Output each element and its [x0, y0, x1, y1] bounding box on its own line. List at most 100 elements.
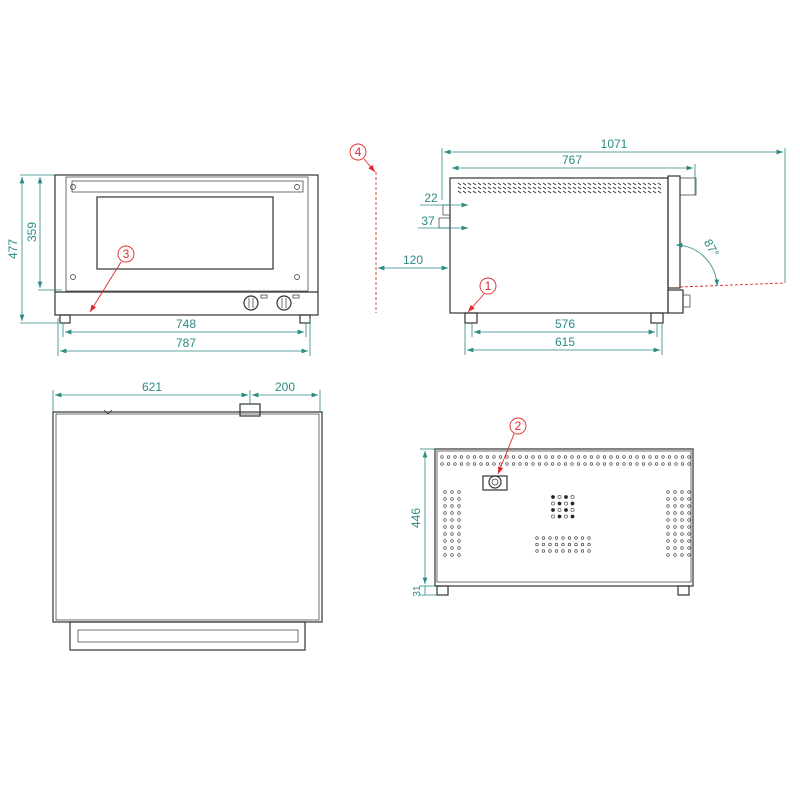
vent-hole	[450, 504, 454, 508]
vent-slot	[642, 190, 647, 194]
vent-slot	[522, 190, 527, 194]
vent-slot	[547, 182, 552, 186]
vent-hole	[687, 455, 691, 459]
vent-hole	[666, 553, 670, 557]
vent-hole	[511, 462, 516, 466]
vent-hole	[551, 501, 555, 506]
vent-hole	[557, 455, 561, 459]
vent-hole	[524, 462, 529, 466]
vent-slot	[642, 186, 647, 190]
vent-slot	[467, 182, 472, 186]
vent-hole	[548, 549, 552, 553]
vent-hole	[589, 455, 594, 459]
vent-hole	[459, 462, 464, 466]
vent-hole	[570, 501, 575, 506]
vent-hole	[687, 546, 691, 550]
vent-hole	[567, 536, 572, 540]
vent-slot	[462, 186, 467, 190]
front-view: 477 359 748 787 3	[6, 174, 319, 356]
vent-hole	[680, 553, 684, 557]
door-window	[96, 196, 274, 270]
vent-slot	[577, 182, 582, 186]
vent-slot	[467, 186, 472, 190]
vent-slot	[507, 190, 512, 194]
vent-hole	[666, 497, 670, 501]
vent-hole	[479, 455, 483, 459]
vent-hole	[443, 525, 447, 529]
vent-slot	[507, 182, 512, 186]
vent-hole	[680, 455, 685, 459]
vent-hole	[687, 497, 691, 501]
vent-hole	[541, 549, 546, 553]
vent-slot	[542, 186, 547, 190]
vent-slot	[617, 182, 622, 186]
vent-slot	[487, 190, 492, 194]
vent-slot	[587, 190, 592, 194]
vent-slot	[647, 190, 652, 194]
vent-slot	[497, 182, 502, 186]
vent-slot	[547, 186, 552, 190]
vent-slot	[487, 182, 492, 186]
vent-slot	[557, 182, 562, 186]
vent-slot	[532, 190, 537, 194]
vent-hole	[524, 455, 529, 459]
vent-hole	[622, 462, 626, 466]
vent-hole	[673, 518, 677, 522]
vent-slot	[517, 186, 522, 190]
vent-slot	[472, 182, 477, 186]
vent-slot	[552, 182, 557, 186]
vent-hole	[450, 525, 454, 529]
vent-hole	[609, 455, 613, 459]
svg-text:4: 4	[355, 145, 362, 159]
vent-hole	[587, 549, 591, 553]
vent-hole	[453, 462, 457, 466]
vent-hole	[635, 462, 639, 466]
vent-hole	[673, 490, 677, 494]
vent-slot	[532, 186, 537, 190]
vent-hole	[551, 508, 555, 512]
vent-hole	[551, 514, 555, 519]
vent-hole	[450, 532, 454, 536]
vent-slot	[597, 186, 602, 190]
vent-hole	[666, 518, 670, 522]
back-view: 446 31 2	[409, 417, 694, 597]
vent-slot	[482, 182, 487, 186]
vent-hole	[654, 455, 659, 459]
vent-slot	[472, 186, 477, 190]
vent-slot	[477, 186, 482, 190]
vent-hole	[561, 542, 565, 547]
vent-hole	[492, 462, 496, 466]
vent-hole	[457, 553, 461, 557]
vent-slot	[482, 190, 487, 194]
vent-hole	[443, 539, 447, 543]
vent-slot	[572, 190, 577, 194]
foot	[436, 585, 449, 596]
foot	[677, 585, 690, 596]
vent-hole	[666, 490, 670, 494]
vent-hole	[576, 462, 581, 466]
vent-slot	[562, 182, 567, 186]
vent-slot	[542, 190, 547, 194]
vent-hole	[563, 462, 568, 466]
vent-hole	[453, 455, 457, 459]
vent-slot	[617, 186, 622, 190]
vent-holes	[440, 455, 691, 557]
vent-slot	[652, 182, 657, 186]
vent-slot	[457, 190, 462, 194]
vent-hole	[680, 532, 684, 536]
vent-hole	[450, 539, 454, 543]
vent-hole	[666, 546, 670, 550]
foot	[59, 314, 71, 324]
vent-slot	[652, 186, 657, 190]
vent-hole	[554, 542, 559, 547]
vent-hole	[544, 462, 548, 466]
control-knob[interactable]	[276, 295, 292, 311]
vent-slot	[572, 182, 577, 186]
vent-slot	[627, 186, 632, 190]
vent-slot	[597, 182, 602, 186]
vent-slot	[622, 190, 627, 194]
vent-slot	[502, 190, 507, 194]
control-knob[interactable]	[243, 295, 259, 311]
vent-slot	[657, 186, 662, 190]
vent-slot	[607, 186, 612, 190]
